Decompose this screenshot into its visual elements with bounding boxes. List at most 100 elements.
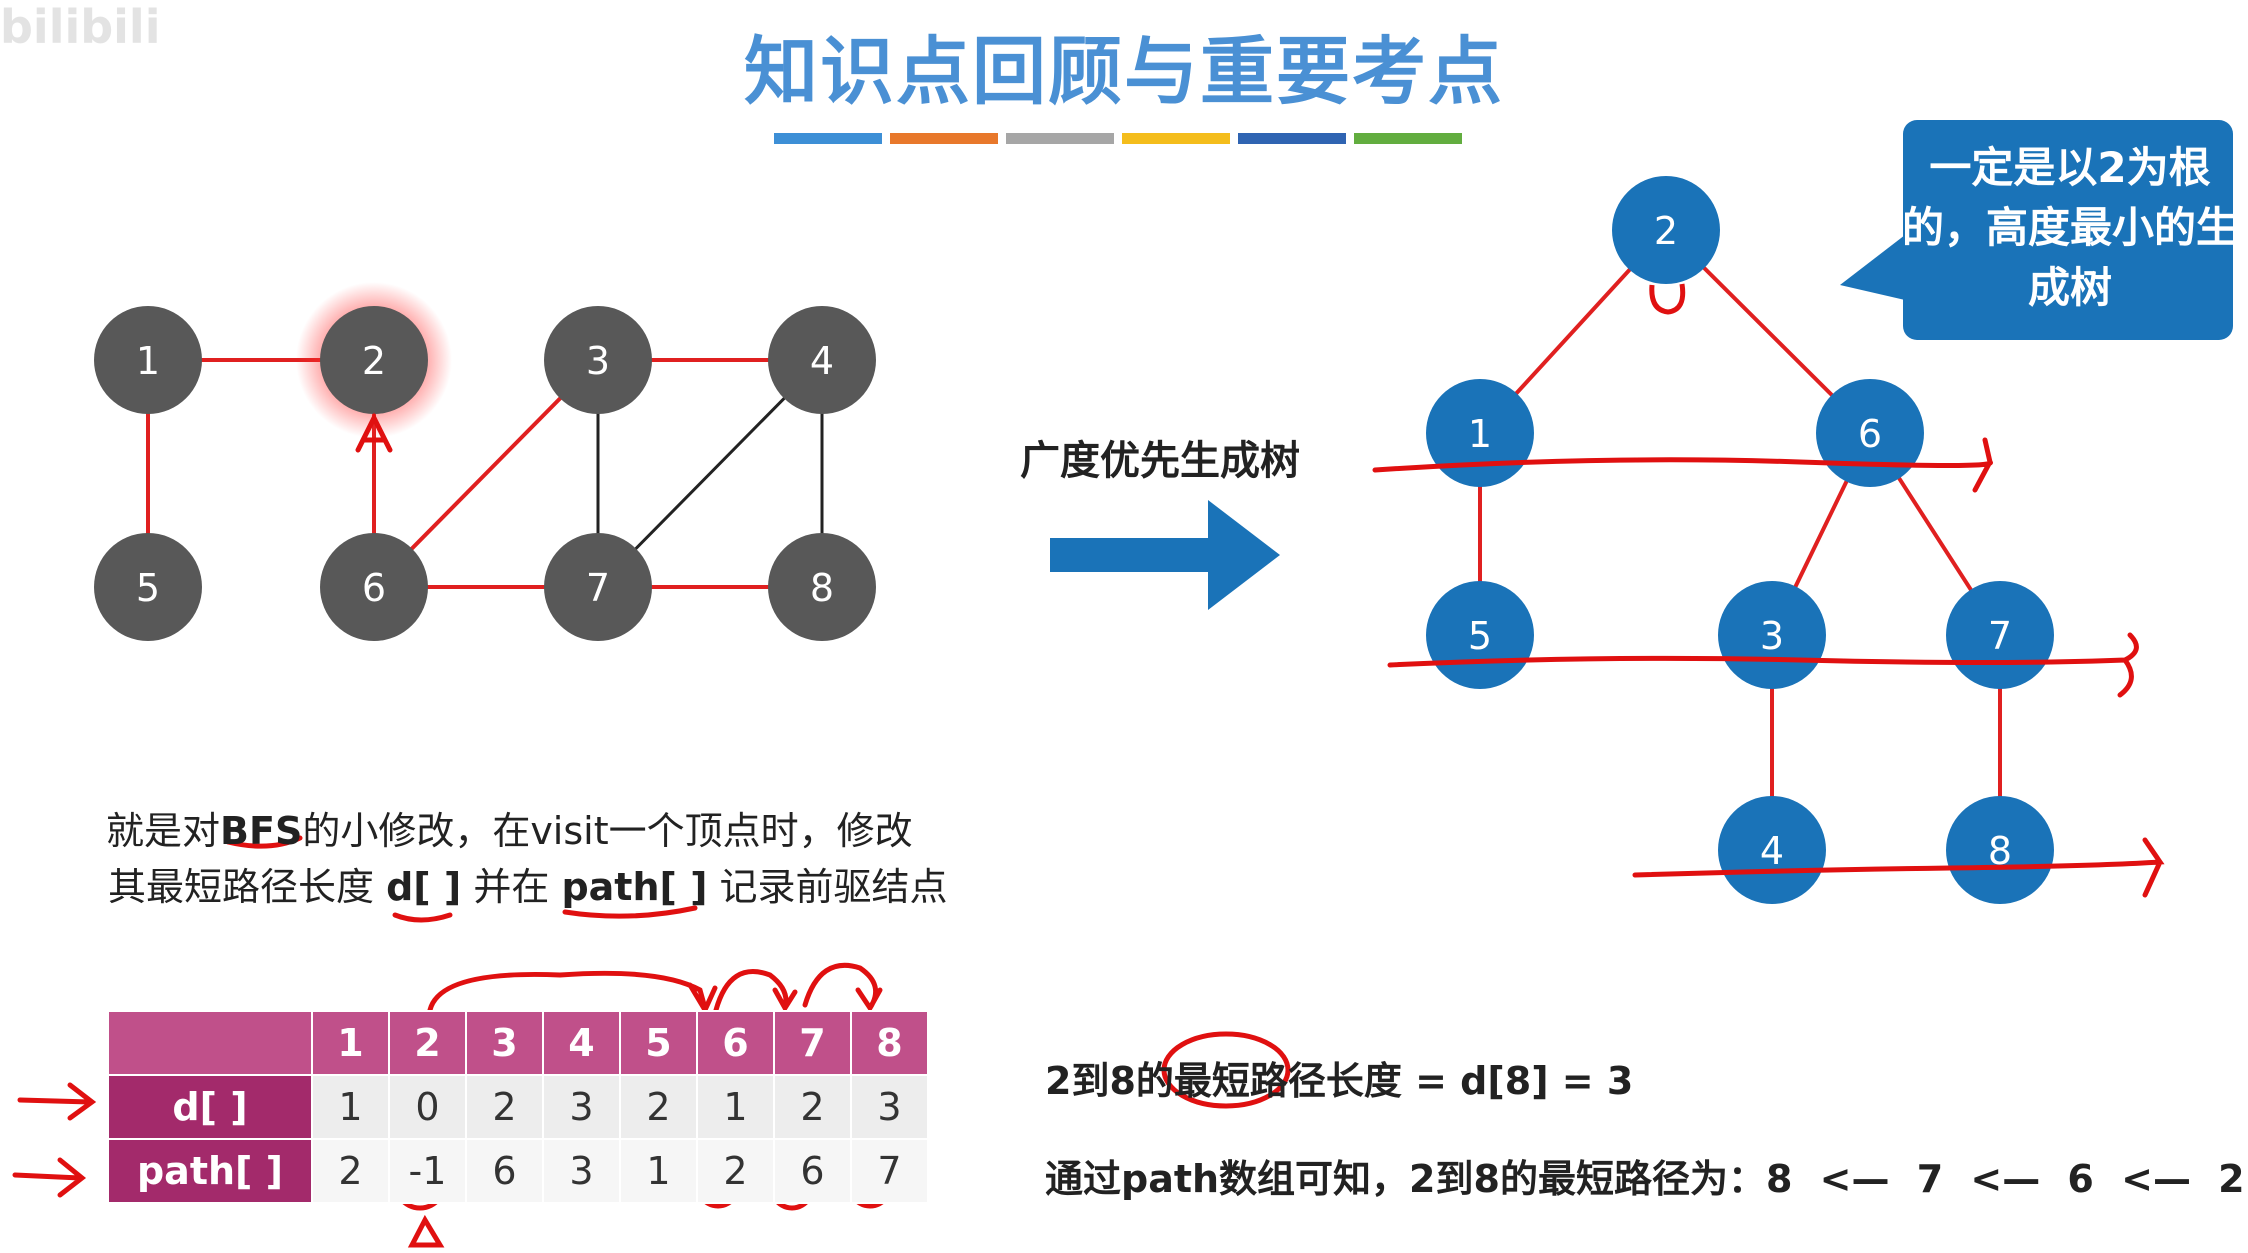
tree-node: 3 xyxy=(1718,581,1826,689)
color-bar xyxy=(1122,133,1230,144)
table-cell: 2 xyxy=(773,1074,852,1140)
tree-node: 4 xyxy=(1718,796,1826,904)
tree-node-label: 7 xyxy=(1988,614,2012,658)
handdrawn-row-arrow xyxy=(12,1157,87,1198)
graph-node: 3 xyxy=(544,306,652,414)
table-col-header: 2 xyxy=(388,1010,467,1076)
description-line-1: 就是对BFS的小修改，在visit一个顶点时，修改 xyxy=(106,800,913,855)
handdrawn-arc xyxy=(802,962,883,1013)
handdrawn-level-arrow xyxy=(1387,632,2139,698)
color-bar xyxy=(1238,133,1346,144)
tree-node-label: 6 xyxy=(1858,412,1882,456)
tree-node-label: 3 xyxy=(1760,614,1784,658)
desc-text: 就是对 xyxy=(106,809,221,853)
desc-text: 其最短路径长度 xyxy=(108,865,387,909)
watermark: bilibili xyxy=(0,0,161,54)
color-bar xyxy=(1006,133,1114,144)
handdrawn-row-arrow xyxy=(17,1082,97,1121)
callout-text: 一定是以2为根的，高度最小的生成树 xyxy=(1901,143,2238,312)
graph-node: 1 xyxy=(94,306,202,414)
graph-node-label: 8 xyxy=(810,566,834,610)
table-col-header: 7 xyxy=(773,1010,852,1076)
desc-bfs: BFS xyxy=(220,809,303,853)
tree-node-label: 4 xyxy=(1760,829,1784,873)
graph-node-label: 5 xyxy=(136,566,160,610)
handdrawn-arc xyxy=(427,970,718,1016)
color-bar xyxy=(774,133,882,144)
table-cell: 0 xyxy=(388,1074,467,1140)
handdrawn-arrow xyxy=(355,412,393,453)
desc-text: 并在 xyxy=(461,865,562,909)
handdrawn-underline xyxy=(392,912,453,923)
tree-node: 8 xyxy=(1946,796,2054,904)
table-row: d[ ] 1 0 2 3 2 1 2 3 xyxy=(107,1074,929,1140)
graph-node: 7 xyxy=(544,533,652,641)
handdrawn-underline xyxy=(225,835,303,849)
table-cell: -1 xyxy=(388,1138,467,1204)
table-col-header: 3 xyxy=(465,1010,544,1076)
table-row-header: d[ ] xyxy=(107,1074,313,1140)
table-header-row: 1 2 3 4 5 6 7 8 xyxy=(107,1010,929,1076)
handdrawn-mark xyxy=(1649,283,1686,315)
handdrawn-mark xyxy=(407,1214,445,1248)
table-col-header: 8 xyxy=(850,1010,929,1076)
table-col-header: 1 xyxy=(311,1010,390,1076)
handdrawn-level-arrow xyxy=(1632,837,2165,898)
handdrawn-underline xyxy=(562,905,698,919)
table-row: path[ ] 2 -1 6 3 1 2 6 7 xyxy=(107,1138,929,1204)
description-line-2: 其最短路径长度 d[ ] 并在 path[ ] 记录前驱结点 xyxy=(108,856,948,911)
table-col-header: 6 xyxy=(696,1010,775,1076)
table-cell: 6 xyxy=(773,1138,852,1204)
desc-text: 的小修改，在visit一个顶点时，修改 xyxy=(302,809,913,853)
callout-bubble xyxy=(1840,120,2233,340)
arrays-table: 1 2 3 4 5 6 7 8 d[ ] 1 0 2 3 2 1 2 3 pat… xyxy=(107,1010,929,1204)
tree-node: 6 xyxy=(1816,379,1924,487)
table-col-header: 4 xyxy=(542,1010,621,1076)
table-cell: 2 xyxy=(311,1138,390,1204)
color-bar xyxy=(890,133,998,144)
graph-node-label: 4 xyxy=(810,339,834,383)
desc-d-array: d[ ] xyxy=(386,865,462,909)
graph-node: 4 xyxy=(768,306,876,414)
summary-line-1: 2到8的最短路径长度 = d[8] = 3 xyxy=(1045,1059,1634,1103)
slide-title: 知识点回顾与重要考点 xyxy=(744,29,1504,115)
table-col-header: 5 xyxy=(619,1010,698,1076)
graph-node: 6 xyxy=(320,533,428,641)
table-cell: 3 xyxy=(542,1138,621,1204)
table-cell: 1 xyxy=(311,1074,390,1140)
handdrawn-circle xyxy=(1161,1031,1291,1109)
table-cell: 2 xyxy=(619,1074,698,1140)
table-cell: 2 xyxy=(465,1074,544,1140)
graph-node: 8 xyxy=(768,533,876,641)
tree-node: 7 xyxy=(1946,581,2054,689)
tree-node-label: 1 xyxy=(1468,412,1492,456)
handdrawn-arc xyxy=(713,969,798,1013)
graph-node-label: 2 xyxy=(362,339,386,383)
graph-node-label: 6 xyxy=(362,566,386,610)
graph-node-highlighted: 2 xyxy=(320,306,428,414)
arrow-label: 广度优先生成树 xyxy=(1020,438,1300,484)
bfs-tree: 2 1 6 5 3 7 4 8 xyxy=(1372,176,2165,904)
summary-path: 8 <— 7 <— 6 <— 2 xyxy=(1765,1157,2245,1201)
table-cell: 6 xyxy=(465,1138,544,1204)
summary-text: 通过path数组可知，2到8的最短路径为： xyxy=(1045,1157,1766,1201)
tree-node-label: 2 xyxy=(1654,209,1678,253)
tree-node: 1 xyxy=(1426,379,1534,487)
table-row-header: path[ ] xyxy=(107,1138,313,1204)
table-corner xyxy=(107,1010,313,1076)
tree-node: 5 xyxy=(1426,581,1534,689)
color-bar xyxy=(1354,133,1462,144)
summary-line-2: 通过path数组可知，2到8的最短路径为：8 <— 7 <— 6 <— 2 xyxy=(1045,1148,2245,1203)
desc-text: 记录前驱结点 xyxy=(707,865,948,909)
graph-node-label: 7 xyxy=(586,566,610,610)
graph-node: 5 xyxy=(94,533,202,641)
table-cell: 3 xyxy=(542,1074,621,1140)
table-cell: 2 xyxy=(696,1138,775,1204)
graph-node-label: 1 xyxy=(136,339,160,383)
table-cell: 7 xyxy=(850,1138,929,1204)
tree-node-root: 2 xyxy=(1612,176,1720,284)
desc-path-array: path[ ] xyxy=(561,865,708,909)
original-graph: 1 2 3 4 5 6 7 8 xyxy=(94,282,876,641)
tree-node-label: 5 xyxy=(1468,614,1492,658)
